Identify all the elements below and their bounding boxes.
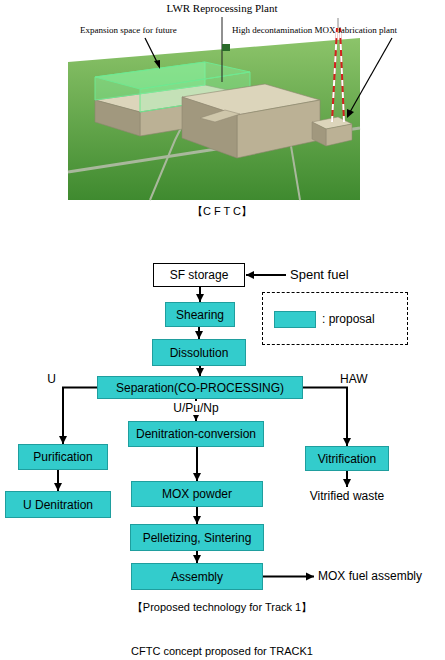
box-label: U Denitration xyxy=(23,498,93,512)
plant-label: LWR Reprocessing Plant xyxy=(167,2,278,14)
connector-line xyxy=(63,388,97,445)
stream-label: U/Pu/Np xyxy=(172,401,219,415)
stream-label: HAW xyxy=(339,372,369,386)
box-label: MOX powder xyxy=(162,487,232,501)
leader-line xyxy=(350,38,392,112)
flow-arrow xyxy=(59,388,97,445)
box-label: Shearing xyxy=(176,308,224,322)
caption: CFTC concept proposed for TRACK1 xyxy=(131,645,313,657)
box-label: Vitrification xyxy=(318,452,376,466)
flow-arrow xyxy=(303,388,351,447)
arrow-head xyxy=(193,516,201,524)
tower xyxy=(332,28,337,122)
building-wall xyxy=(95,100,140,136)
leader-arrow xyxy=(347,109,354,118)
building-wall xyxy=(237,100,320,158)
flow-arrow xyxy=(195,327,203,339)
building-wall xyxy=(182,97,237,158)
arrow-head xyxy=(54,483,62,491)
process-box: Dissolution xyxy=(152,339,246,366)
legend-label: : proposal xyxy=(322,312,375,326)
building-roof xyxy=(200,110,240,122)
process-box: Shearing xyxy=(165,302,235,327)
process-box: Separation(CO-PROCESSING) xyxy=(97,376,303,399)
leader-arrow xyxy=(154,60,160,69)
input-label: Spent fuel xyxy=(290,267,349,282)
process-box: Denitration-conversion xyxy=(128,421,264,447)
output-label: Vitrified waste xyxy=(310,489,384,503)
process-box: Pelletizing, Sintering xyxy=(130,524,264,551)
flow-arrow xyxy=(193,447,201,481)
stream-label: U xyxy=(46,372,57,386)
arrow-head xyxy=(193,473,201,481)
arrow-head xyxy=(196,294,204,302)
box-label: Assembly xyxy=(171,570,223,584)
box-label: SF storage xyxy=(170,268,229,282)
arrow-head xyxy=(306,573,314,581)
arrow-head xyxy=(59,436,67,444)
legend-swatch xyxy=(274,311,316,328)
box-label: Pelletizing, Sintering xyxy=(143,531,252,545)
flow-arrow xyxy=(196,366,204,376)
box-label: Denitration-conversion xyxy=(136,427,256,441)
process-box: MOX powder xyxy=(131,481,263,507)
figure-label: 【C F T C】 xyxy=(192,204,252,219)
box-label: Dissolution xyxy=(170,346,229,360)
arrow-head xyxy=(195,331,203,339)
flow-arrow xyxy=(193,551,201,563)
plant-label: Expansion space for future xyxy=(80,25,177,35)
tower xyxy=(332,28,337,122)
road xyxy=(290,140,300,200)
tower xyxy=(340,28,344,122)
building-wall xyxy=(312,122,326,146)
process-box: U Denitration xyxy=(5,491,111,518)
figure-label: 【Proposed technology for Track 1】 xyxy=(132,600,312,615)
arrow-head xyxy=(343,438,351,446)
ground xyxy=(68,38,360,200)
flow-arrow xyxy=(193,507,201,524)
output-label: MOX fuel assembly xyxy=(318,569,422,583)
box-label: Purification xyxy=(33,450,92,464)
plant-label: High decontamination MOX fabrication pla… xyxy=(232,25,397,35)
arrow-head xyxy=(196,368,204,376)
box-label: Separation(CO-PROCESSING) xyxy=(116,381,284,395)
building-wall xyxy=(326,124,352,146)
leader-line xyxy=(145,38,158,64)
flow-arrow xyxy=(196,287,204,302)
leader-marker xyxy=(222,44,230,51)
arrow-head xyxy=(343,479,351,487)
connector-line xyxy=(303,388,347,447)
arrow-head xyxy=(193,555,201,563)
arrow-head xyxy=(246,271,254,279)
storage-box: SF storage xyxy=(153,263,245,287)
flow-arrow xyxy=(54,470,62,491)
process-box: Purification xyxy=(18,444,108,470)
process-box: Assembly xyxy=(131,563,263,590)
tower xyxy=(340,28,344,122)
process-box: Vitrification xyxy=(305,446,389,471)
